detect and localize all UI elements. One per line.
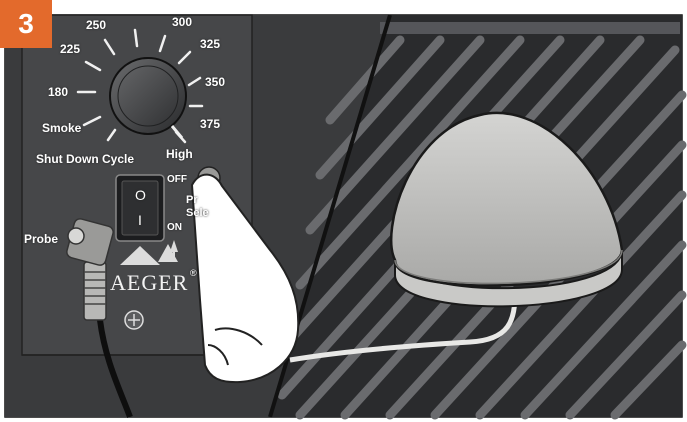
switch-on-symbol[interactable]: I xyxy=(138,212,142,228)
screw-icon xyxy=(125,311,143,329)
dial-label-180: 180 xyxy=(48,85,68,99)
switch-off-symbol[interactable]: O xyxy=(135,187,146,203)
dial-label-250: 250 xyxy=(86,18,106,32)
dial-label-350: 350 xyxy=(205,75,225,89)
switch-on-label: ON xyxy=(167,222,182,233)
select-label-line1: Pr xyxy=(186,194,198,206)
brand-registered-mark: ® xyxy=(190,268,197,278)
grill-top-rail xyxy=(380,22,680,34)
step-number-badge: 3 xyxy=(0,0,52,48)
switch-off-label: OFF xyxy=(167,174,187,185)
dial-label-325: 325 xyxy=(200,37,220,51)
dial-label-shutdown: Shut Down Cycle xyxy=(36,152,134,166)
select-label-line2: Sele xyxy=(186,207,209,219)
dial-label-smoke: Smoke xyxy=(42,121,81,135)
probe-label: Probe xyxy=(24,232,58,246)
dial-label-375: 375 xyxy=(200,117,220,131)
dial-label-225: 225 xyxy=(60,42,80,56)
power-switch-icon xyxy=(116,175,164,241)
brand-name: AEGER xyxy=(110,270,188,296)
dial-label-300: 300 xyxy=(172,15,192,29)
dial-label-high: High xyxy=(166,147,193,161)
